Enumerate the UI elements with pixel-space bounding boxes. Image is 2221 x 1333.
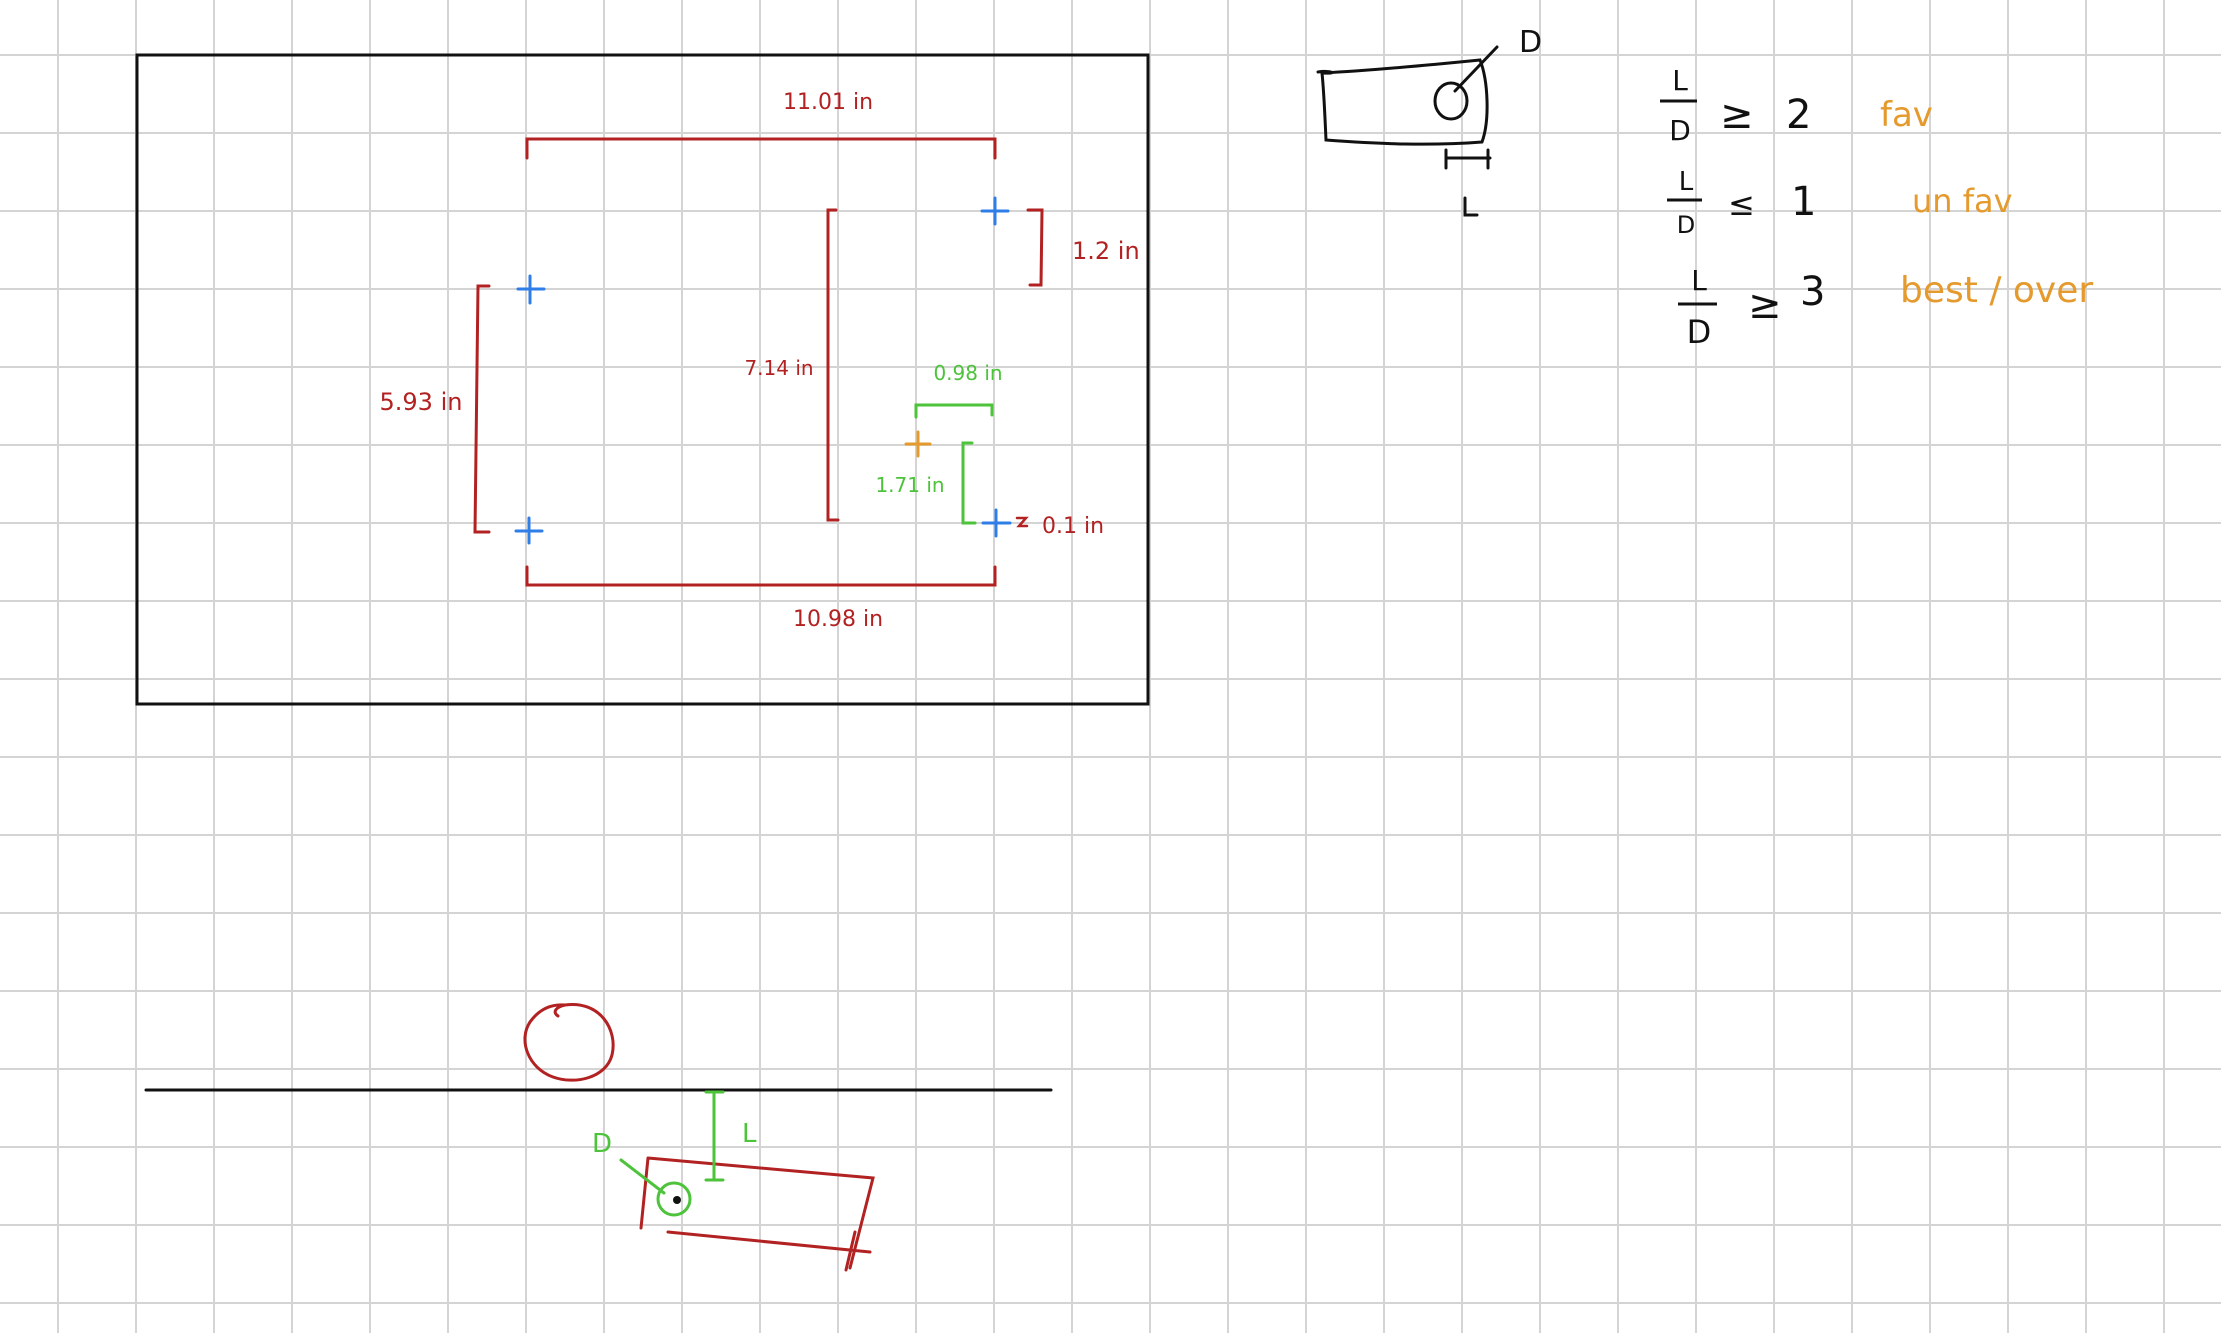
side-diameter-leader xyxy=(619,1158,666,1195)
side-hole-center xyxy=(673,1196,681,1204)
ratio-rule-2: L D ≤ 1 un fav xyxy=(1667,167,2013,239)
top-dim-label: 11.01 in xyxy=(783,90,873,115)
ratio-3-den: D xyxy=(1687,313,1712,351)
ratio-2-val: 1 xyxy=(1791,179,1816,225)
block-outline xyxy=(1320,58,1489,146)
hole-sketch xyxy=(1316,45,1499,217)
dimension-lines xyxy=(473,137,1044,587)
ratio-2-den: D xyxy=(1677,211,1695,239)
ratio-2-note: un fav xyxy=(1912,182,2013,220)
hole-marker-top-right xyxy=(980,196,1010,226)
hole-marker-bottom-left xyxy=(514,516,544,545)
dimension-labels: 11.01 in 10.98 in 5.93 in 7.14 in 1.2 in… xyxy=(380,90,1140,632)
side-view-sketch xyxy=(144,1003,1053,1272)
side-block xyxy=(639,1156,875,1272)
ratio-3-note: best / over xyxy=(1900,270,2093,311)
length-bracket xyxy=(1444,148,1492,170)
ratio-1-num: L xyxy=(1672,64,1688,97)
offset-dim-label: 0.1 in xyxy=(1042,514,1104,539)
center-dimension-bracket xyxy=(826,208,840,522)
side-length-bracket xyxy=(704,1090,725,1182)
diameter-leader xyxy=(1453,45,1499,93)
green-dimension-lines xyxy=(914,403,994,525)
ratio-rules: L D ≥ 2 fav L D ≤ 1 un fav L D ≥ 3 best … xyxy=(1660,64,2093,351)
ratio-1-den: D xyxy=(1669,114,1691,147)
center-dim-label: 7.14 in xyxy=(744,356,813,380)
right-dim-label: 1.2 in xyxy=(1072,237,1140,265)
bottom-dimension-bracket xyxy=(525,565,997,587)
side-hole-circle xyxy=(656,1181,692,1217)
top-dimension-bracket xyxy=(525,137,997,160)
bottom-dim-label: 10.98 in xyxy=(793,607,883,632)
ratio-3-op: ≥ xyxy=(1748,282,1782,328)
side-diameter-label: D xyxy=(592,1129,612,1159)
ratio-2-op: ≤ xyxy=(1728,185,1755,223)
left-dim-label: 5.93 in xyxy=(380,388,463,416)
green-horizontal-bracket xyxy=(914,403,994,419)
board-outline xyxy=(135,53,1150,706)
ratio-1-op: ≥ xyxy=(1720,92,1754,138)
block-left-edge xyxy=(1316,69,1334,75)
ratio-1-note: fav xyxy=(1880,95,1933,135)
green-vertical-bracket xyxy=(961,441,977,525)
ratio-rule-3: L D ≥ 3 best / over xyxy=(1678,264,2093,351)
ratio-1-val: 2 xyxy=(1786,92,1811,138)
ratio-2-num: L xyxy=(1679,167,1694,197)
hole-circle xyxy=(1433,81,1469,121)
hole-marker-orange xyxy=(904,430,932,458)
ball-outline xyxy=(523,1003,615,1082)
ratio-3-num: L xyxy=(1691,264,1707,297)
green-horizontal-label: 0.98 in xyxy=(933,361,1002,385)
left-dimension-bracket xyxy=(473,284,491,534)
hole-marker-bottom-right xyxy=(981,508,1012,538)
ratio-3-val: 3 xyxy=(1800,269,1825,315)
side-length-label: L xyxy=(742,1119,757,1149)
offset-tick xyxy=(1015,516,1029,528)
sketch-diameter-label: D xyxy=(1519,25,1542,60)
hole-markers xyxy=(514,196,1029,545)
ratio-rule-1: L D ≥ 2 fav xyxy=(1660,64,1933,147)
right-dimension-bracket xyxy=(1026,208,1044,287)
green-vertical-label: 1.71 in xyxy=(875,473,944,497)
length-tick xyxy=(1463,196,1479,217)
hole-marker-top-left xyxy=(516,274,546,305)
